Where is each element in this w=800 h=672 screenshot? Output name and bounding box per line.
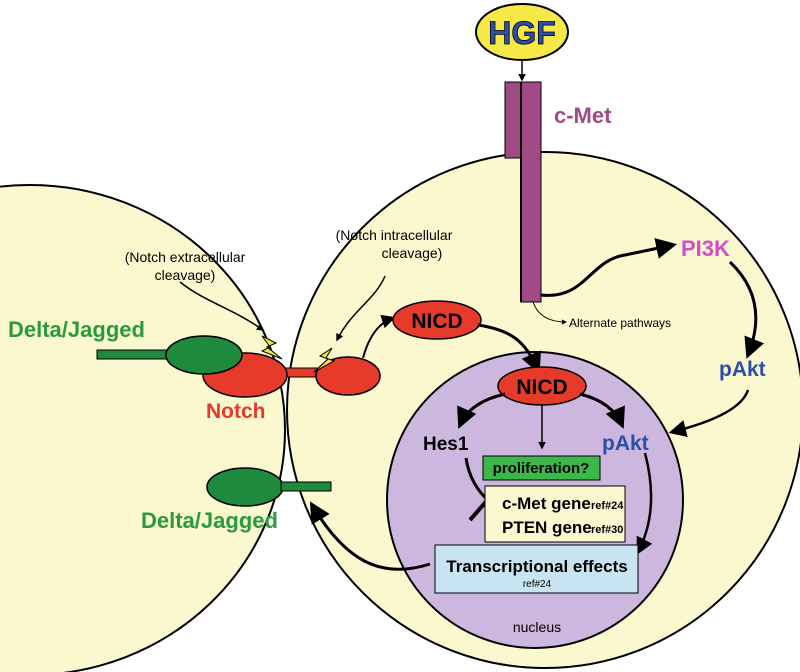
hes1-label: Hes1 [423, 434, 469, 455]
delta-jagged-bottom-label: Delta/Jagged [141, 508, 278, 533]
pten-gene-label: PTEN gene [502, 518, 592, 537]
alternate-pathways-label: Alternate pathways [569, 316, 671, 330]
alternate-pathways-arrow [532, 301, 567, 325]
intracellular-cleavage-line1: (Notch intracellular [336, 227, 453, 243]
intracellular-cleavage-line2: cleavage) [382, 245, 443, 261]
extracellular-cleavage-line2: cleavage) [155, 267, 216, 283]
notch-to-nicd-arrow [362, 314, 396, 359]
lightning-icon [260, 335, 283, 360]
gene-box [484, 485, 626, 543]
delta-jagged-top-label: Delta/Jagged [8, 317, 145, 342]
pi3k-to-pakt-arrow [728, 260, 764, 359]
transcriptional-effects-label: Transcriptional effects [446, 557, 627, 576]
pten-gene-ref: ref#30 [591, 524, 623, 536]
transcriptional-ref: ref#24 [523, 579, 552, 590]
cmet-label: c-Met [554, 103, 612, 128]
cmet-gene-label: c-Met gene [502, 494, 591, 513]
extracellular-cleavage-arrow [179, 281, 265, 331]
transcription-to-ligand-arrow [309, 501, 431, 571]
notch-label: Notch [206, 400, 266, 423]
nicd-cytoplasm [392, 300, 482, 340]
nucleus-label: nucleus [513, 619, 561, 635]
ligand-stalk-bottom [280, 481, 332, 492]
nicd-cytoplasm-label: NICD [411, 310, 462, 333]
cmet-gene-ref: ref#24 [591, 500, 624, 512]
ligand-top [165, 335, 243, 375]
cmet-to-pi3k-arrow [540, 238, 678, 297]
left-cell [0, 184, 286, 672]
pakt-nucleus-label: pAkt [602, 432, 649, 455]
extracellular-cleavage-line1: (Notch extracellular [125, 249, 246, 265]
proliferation-box [482, 455, 601, 481]
proliferation-label: proliferation? [493, 460, 590, 477]
pakt-to-transcription-arrow [636, 452, 653, 556]
ligand-stalk-top [96, 349, 173, 360]
intracellular-cleavage-arrow [336, 275, 386, 342]
ligand-bottom [206, 467, 284, 507]
lightning-icon [313, 347, 336, 373]
nicd-to-pakt-arrow [579, 392, 625, 429]
nicd-nucleus-label: NICD [516, 376, 567, 399]
nicd-to-hes1-arrow [457, 392, 506, 429]
nicd-to-nucleus-arrow [477, 323, 541, 374]
notch-intracellular-domain [315, 356, 381, 396]
pakt-to-nucleus-arrow [668, 389, 750, 438]
cmet-receptor [504, 81, 542, 303]
transcriptional-effects-box [434, 544, 639, 594]
pakt-cytoplasm-label: pAkt [719, 358, 766, 381]
hgf-label: HGF [488, 15, 556, 51]
pi3k-label: PI3K [681, 236, 730, 261]
